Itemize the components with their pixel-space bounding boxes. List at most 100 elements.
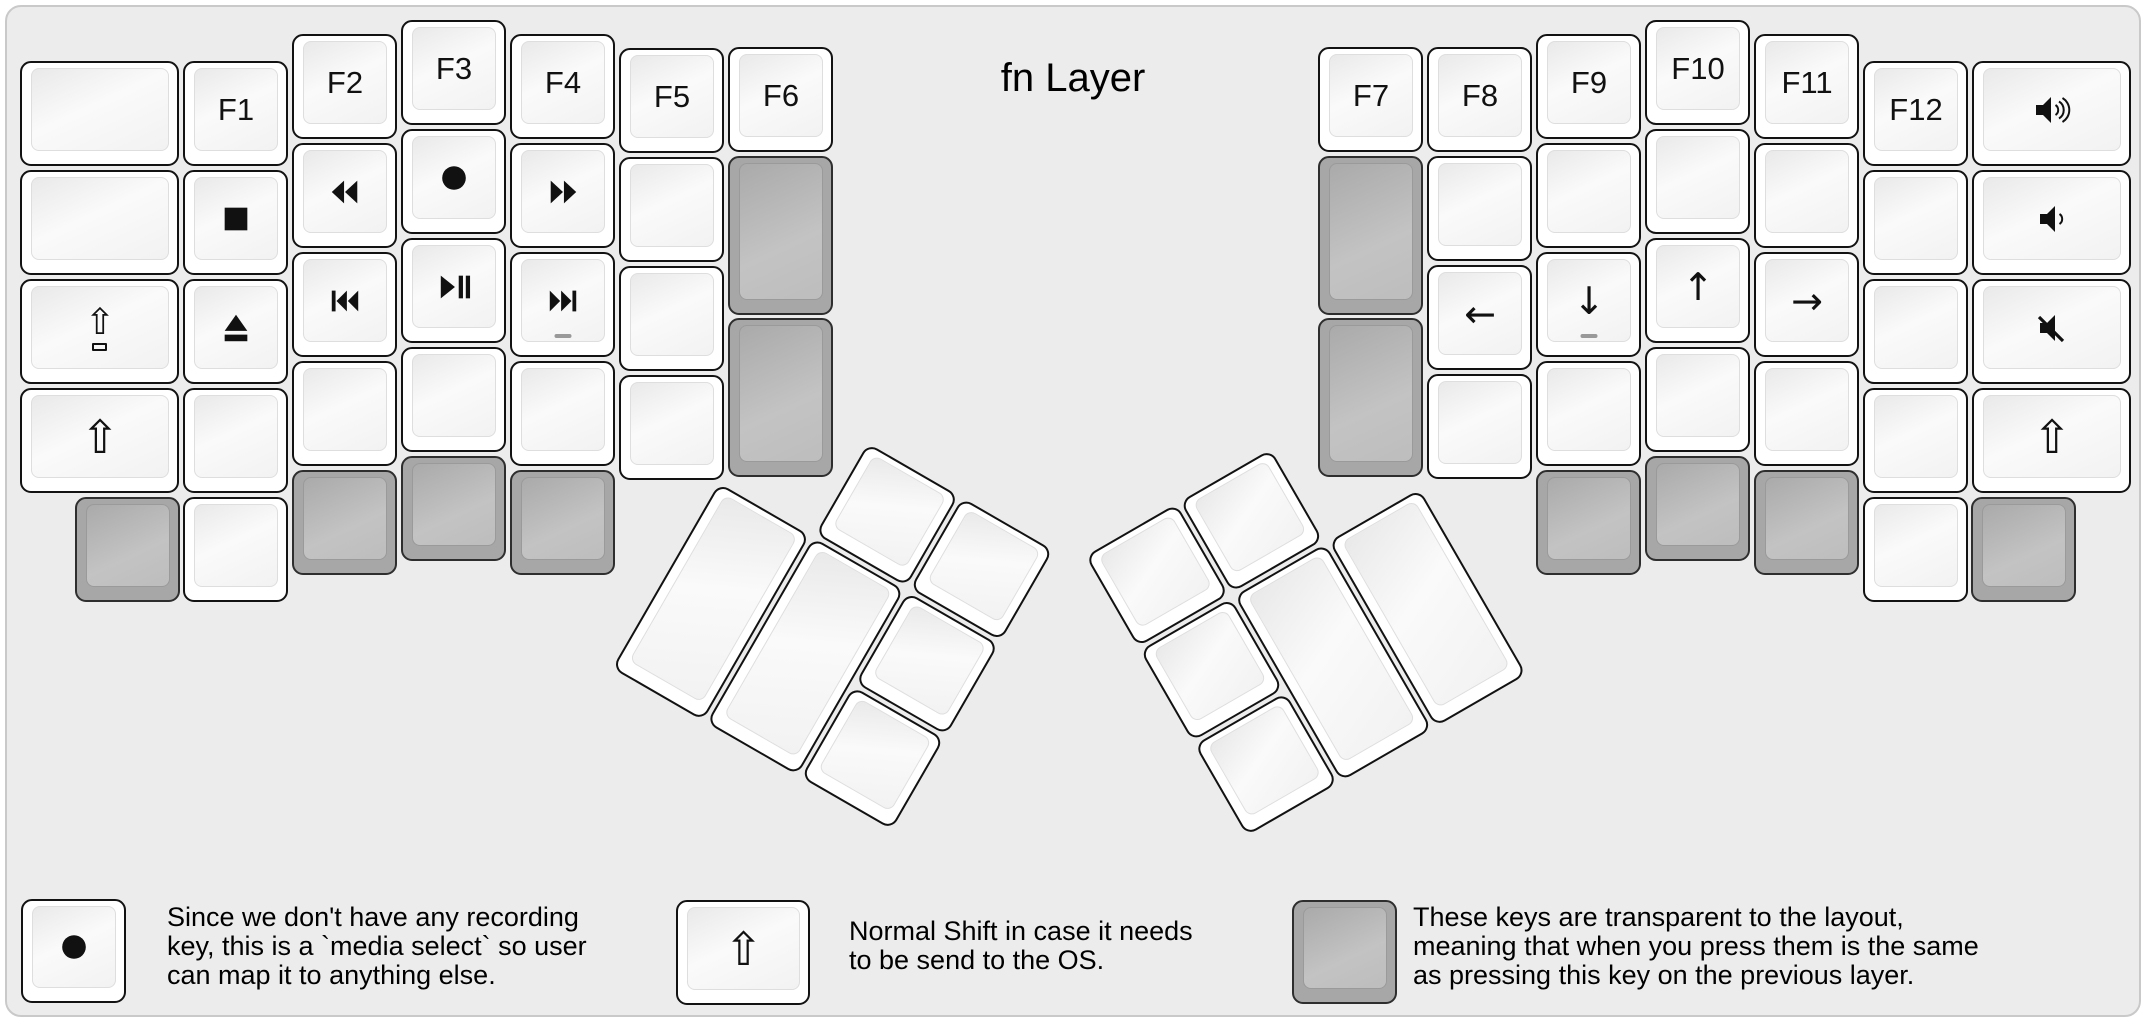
key-blank[interactable] <box>1427 156 1532 261</box>
key-blank[interactable] <box>1645 129 1750 234</box>
key-transparent[interactable] <box>1754 470 1859 575</box>
key-blank[interactable] <box>1863 170 1968 275</box>
key-media-prev-track[interactable] <box>292 252 397 357</box>
key-blank[interactable] <box>1754 143 1859 248</box>
key-f1[interactable]: F1 <box>183 61 288 166</box>
key-top-surface: F4 <box>521 41 605 124</box>
key-top-surface <box>86 504 170 587</box>
key-shift-right[interactable]: ⇧ <box>1972 388 2131 493</box>
key-arrow-down[interactable]: ↓ <box>1536 252 1641 357</box>
key-f5[interactable]: F5 <box>619 48 724 153</box>
key-top-surface <box>412 136 496 219</box>
key-media-stop[interactable] <box>183 170 288 275</box>
key-blank[interactable] <box>1863 388 1968 493</box>
key-top-surface <box>412 354 496 437</box>
key-blank[interactable] <box>292 361 397 466</box>
key-media-select-record[interactable] <box>401 129 506 234</box>
stop-icon <box>219 202 253 236</box>
homing-dash <box>1580 334 1597 338</box>
key-f2[interactable]: F2 <box>292 34 397 139</box>
key-top-surface <box>412 245 496 328</box>
key-transparent[interactable] <box>510 470 615 575</box>
key-transparent[interactable] <box>728 318 833 477</box>
legend-line: meaning that when you press them is the … <box>1413 931 1979 961</box>
arrow-left-icon: ← <box>1464 291 1496 336</box>
key-f7[interactable]: F7 <box>1318 47 1423 152</box>
key-shift-left[interactable]: ⇧ <box>20 388 179 493</box>
key-blank[interactable] <box>619 266 724 371</box>
key-top-surface <box>303 477 387 560</box>
key-blank[interactable] <box>20 170 179 275</box>
caps-lock-icon: ⇧ <box>85 304 115 351</box>
key-blank[interactable] <box>1427 374 1532 479</box>
key-media-next-track[interactable] <box>510 252 615 357</box>
key-media-fast-forward[interactable] <box>510 143 615 248</box>
legend-transparent-keys-text: These keys are transparent to the layout… <box>1413 903 1979 990</box>
key-blank[interactable] <box>401 347 506 452</box>
key-label: F10 <box>1671 50 1725 86</box>
key-transparent[interactable] <box>75 497 180 602</box>
key-arrow-right[interactable]: → <box>1754 252 1859 357</box>
key-transparent[interactable] <box>401 456 506 561</box>
key-volume-mute[interactable] <box>1972 279 2131 384</box>
key-arrow-up[interactable]: ↑ <box>1645 238 1750 343</box>
key-f11[interactable]: F11 <box>1754 34 1859 139</box>
key-volume-down[interactable] <box>1972 170 2131 275</box>
shift-icon: ⇧ <box>2032 409 2072 464</box>
key-transparent[interactable] <box>728 156 833 315</box>
key-top-surface <box>303 150 387 233</box>
key-media-play-pause[interactable] <box>401 238 506 343</box>
key-blank[interactable] <box>1863 279 1968 384</box>
key-transparent[interactable] <box>1318 156 1423 315</box>
key-transparent[interactable] <box>1645 456 1750 561</box>
key-blank[interactable] <box>1645 347 1750 452</box>
key-f4[interactable]: F4 <box>510 34 615 139</box>
key-f8[interactable]: F8 <box>1427 47 1532 152</box>
record-icon <box>57 930 91 964</box>
key-blank[interactable] <box>183 388 288 493</box>
key-top-surface <box>412 463 496 546</box>
prev-track-icon <box>327 284 363 318</box>
legend-key-transparent[interactable] <box>1292 900 1397 1004</box>
key-transparent[interactable] <box>292 470 397 575</box>
key-blank[interactable] <box>619 157 724 262</box>
key-label: F2 <box>326 64 364 100</box>
key-blank[interactable] <box>183 497 288 602</box>
key-top-surface <box>1765 477 1849 560</box>
key-media-eject[interactable] <box>183 279 288 384</box>
key-volume-up[interactable] <box>1972 61 2131 166</box>
legend-key-shift[interactable]: ⇧ <box>676 900 810 1005</box>
legend-line: Normal Shift in case it needs <box>849 916 1193 946</box>
volume-down-icon <box>2032 199 2072 239</box>
legend-line: These keys are transparent to the layout… <box>1413 902 1904 932</box>
key-top-surface <box>1874 395 1958 478</box>
fast-forward-icon <box>545 175 581 209</box>
key-arrow-left[interactable]: ← <box>1427 265 1532 370</box>
key-blank[interactable] <box>1536 361 1641 466</box>
key-transparent[interactable] <box>1318 318 1423 477</box>
key-transparent[interactable] <box>1971 497 2076 602</box>
key-transparent[interactable] <box>1536 470 1641 575</box>
key-f9[interactable]: F9 <box>1536 34 1641 139</box>
key-f10[interactable]: F10 <box>1645 20 1750 125</box>
key-f6[interactable]: F6 <box>728 47 833 152</box>
legend-line: key, this is a `media select` so user <box>167 931 587 961</box>
key-blank[interactable] <box>1863 497 1968 602</box>
key-blank[interactable] <box>20 61 179 166</box>
key-blank[interactable] <box>1754 361 1859 466</box>
key-f3[interactable]: F3 <box>401 20 506 125</box>
legend-key-record[interactable] <box>21 899 126 1003</box>
key-blank[interactable] <box>510 361 615 466</box>
key-top-surface <box>194 286 278 369</box>
key-blank[interactable] <box>1536 143 1641 248</box>
key-caps-lock[interactable]: ⇧ <box>20 279 179 384</box>
key-media-rewind[interactable] <box>292 143 397 248</box>
key-top-surface <box>1547 477 1631 560</box>
legend-line: Since we don't have any recording <box>167 902 579 932</box>
key-top-surface <box>1656 463 1740 546</box>
shift-icon: ⇧ <box>80 409 120 464</box>
key-blank[interactable] <box>619 375 724 480</box>
key-f12[interactable]: F12 <box>1863 61 1968 166</box>
